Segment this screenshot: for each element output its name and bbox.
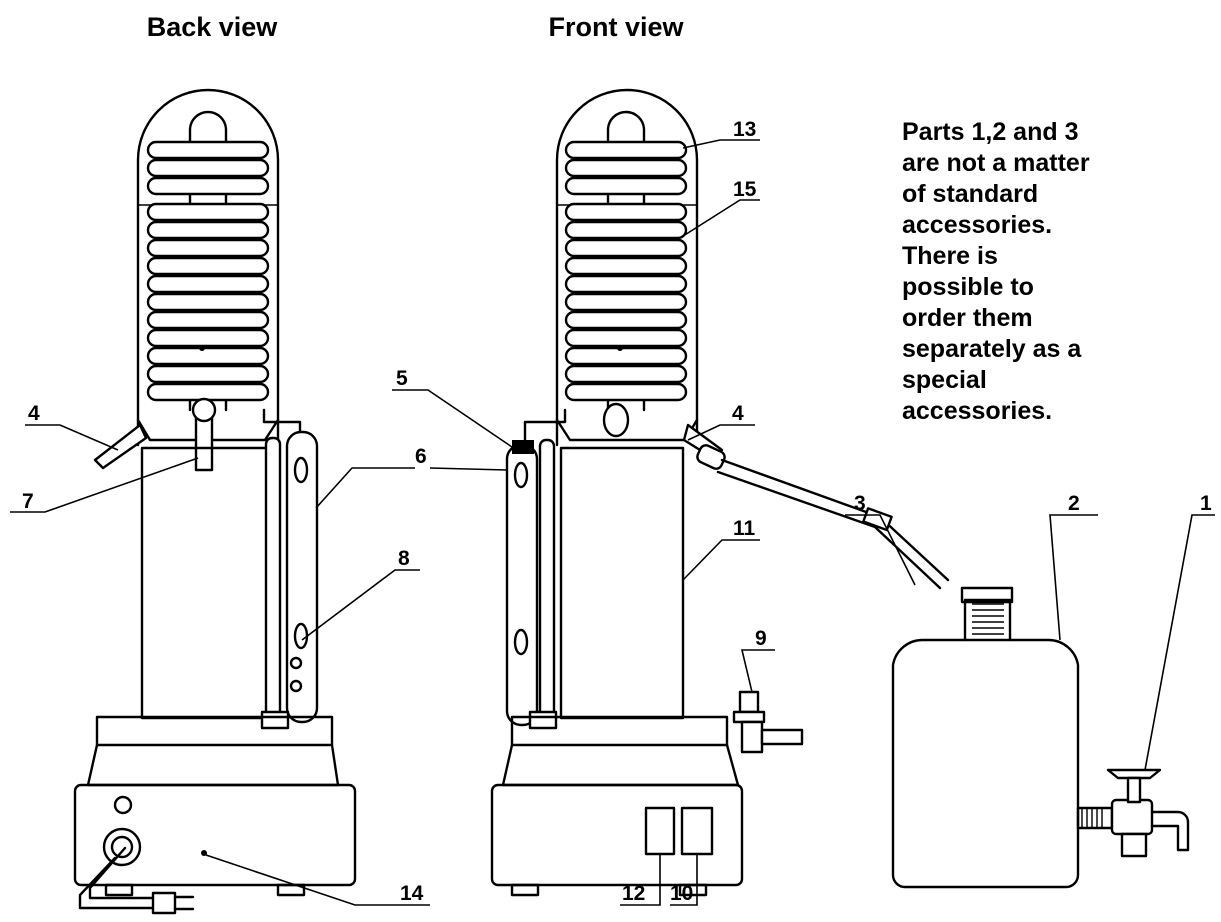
switch-10 [680,806,714,856]
heater-base [501,743,740,787]
control-base [73,783,357,887]
part-number: 4 [732,402,744,425]
power-inlet [102,827,142,867]
drain-tap [1076,768,1190,858]
cooling-coil [146,140,270,402]
note-line: of standard [902,180,1038,208]
condenser-jacket [555,88,699,447]
back-view-title: Back view [147,12,279,42]
front-view [490,88,950,897]
note-line: There is [902,242,998,270]
part-number: 3 [854,492,866,515]
part-number: 7 [22,490,34,513]
part-number: 4 [28,402,40,425]
part-number: 10 [670,882,693,905]
note-line: special [902,366,987,394]
boiler-column [559,446,685,720]
part-number: 1 [1200,492,1212,515]
part-number: 12 [622,882,645,905]
part-number: 11 [733,517,756,540]
cooling-coil [564,140,688,402]
part-number: 15 [733,178,757,201]
part-number: 5 [396,367,408,390]
control-base [490,783,744,887]
note-line: possible to [902,273,1034,301]
outlet-nozzle [93,423,148,470]
part-number: 8 [398,547,410,570]
power-cord [78,856,157,910]
base-plate [95,715,334,747]
boiler-column [140,446,277,720]
note-line: accessories. [902,211,1052,239]
part-number: 2 [1068,492,1080,515]
note-line: Parts 1,2 and 3 [902,118,1078,146]
part-number: 13 [733,118,756,141]
indicator-dot [201,850,207,856]
note-line: order them [902,304,1033,332]
overflow-tube [285,430,319,724]
front-view-title: Front view [548,12,684,42]
note-line: are not a matter [902,149,1090,177]
note-line: accessories. [902,397,1052,425]
accessories-note: Parts 1,2 and 3 are not a matter of stan… [902,118,1090,425]
part-numbers: 4 7 6 8 5 4 13 15 11 9 12 10 14 3 2 1 [22,118,1212,905]
base-plate [510,715,729,747]
water-inlet-valve [732,690,804,754]
heater-base [86,743,340,787]
note-line: separately as a [902,335,1082,363]
collection-bottle [891,586,1190,889]
leader-lines [10,139,1215,906]
seal-ring [512,440,534,454]
bottle-cap [960,586,1014,604]
part-number: 9 [755,627,767,650]
switch-12 [644,806,676,856]
back-view [73,88,357,915]
part-number: 6 [415,445,427,468]
part-number: 14 [400,882,424,905]
condenser-jacket [136,88,280,447]
